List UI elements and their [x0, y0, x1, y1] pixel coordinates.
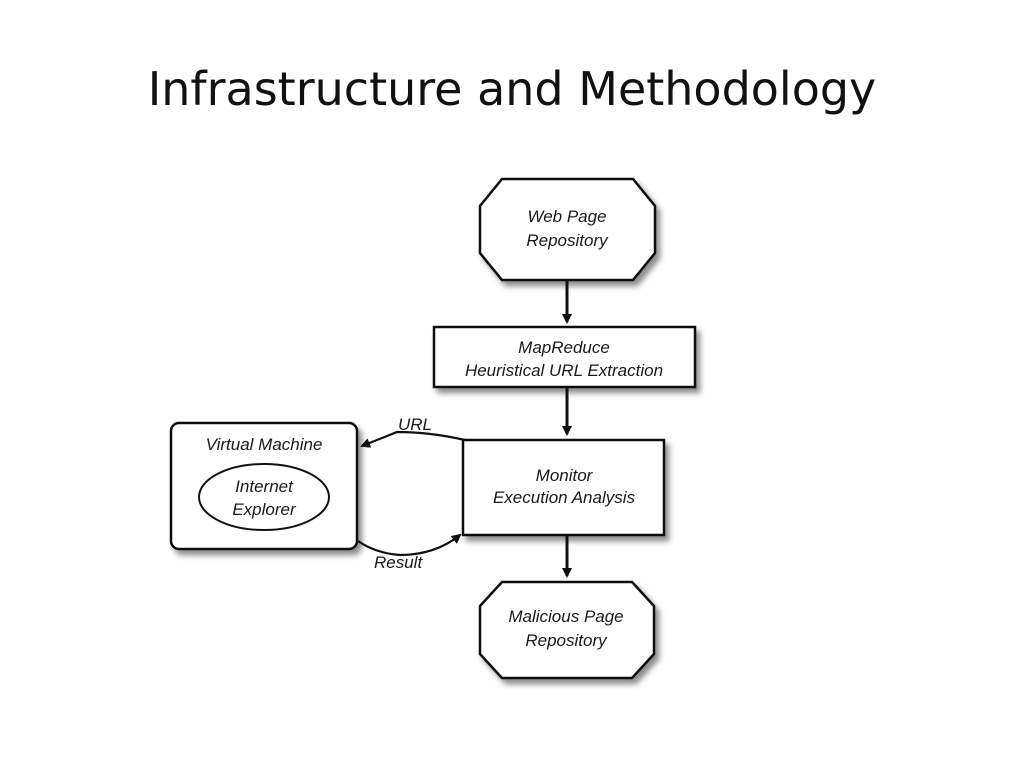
arrow-result-vm-to-monitor	[357, 533, 462, 557]
monitor-line2: Execution Analysis	[493, 488, 636, 507]
monitor-line1: Monitor	[536, 466, 594, 485]
internet-explorer-line1: Internet	[235, 477, 294, 496]
web-page-repository-line2: Repository	[526, 231, 609, 250]
url-edge-label: URL	[398, 415, 432, 434]
virtual-machine-node: Virtual Machine Internet Explorer	[169, 421, 359, 551]
malicious-page-repository-line2: Repository	[525, 631, 608, 650]
slide-title: Infrastructure and Methodology	[147, 62, 877, 116]
result-edge-label: Result	[374, 553, 423, 572]
malicious-page-repository-node: Malicious Page Repository	[478, 580, 656, 680]
malicious-page-repository-line1: Malicious Page	[508, 607, 623, 626]
mapreduce-node: MapReduce Heuristical URL Extraction	[432, 325, 697, 389]
internet-explorer-line2: Explorer	[232, 500, 297, 519]
monitor-node: Monitor Execution Analysis	[461, 438, 666, 537]
mapreduce-line2: Heuristical URL Extraction	[465, 361, 663, 380]
internet-explorer-node	[198, 463, 330, 531]
virtual-machine-label: Virtual Machine	[206, 435, 323, 454]
mapreduce-line1: MapReduce	[518, 338, 610, 357]
web-page-repository-line1: Web Page	[527, 207, 606, 226]
arrow-url-monitor-to-vm	[360, 430, 466, 448]
web-page-repository-node: Web Page Repository	[478, 177, 657, 282]
